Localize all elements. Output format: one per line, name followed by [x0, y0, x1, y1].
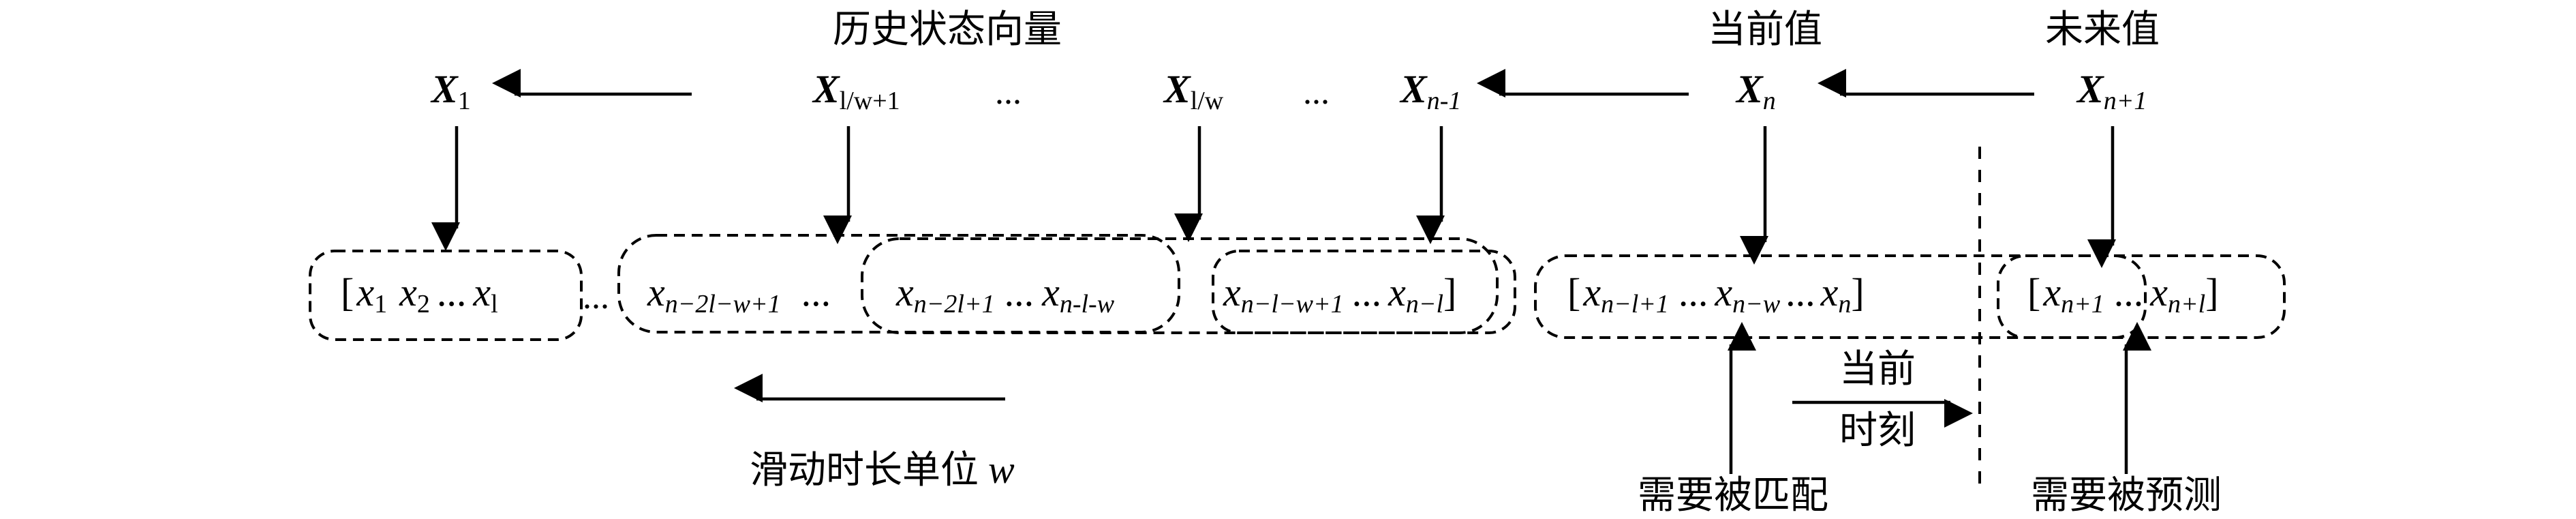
need-predict-label: 需要被预测 — [2031, 473, 2222, 518]
vector-x1: X1 — [430, 67, 471, 115]
current-value-label: 当前值 — [1708, 8, 1822, 52]
sequence-x-n-2l-plus-1: xn−2l+1...xn-l-w — [895, 270, 1115, 318]
window-box-2 — [617, 234, 1180, 333]
vector-x-n: Xn — [1735, 67, 1776, 115]
sequence-x-n-2l-w-plus-1: xn−2l−w+1... — [647, 270, 831, 318]
vector-x-lw-plus-1: Xl/w+1 — [812, 67, 900, 115]
current-time-label-bottom: 时刻 — [1839, 409, 1916, 453]
vector-x-n-minus-1: Xn-1 — [1399, 67, 1461, 115]
vector-x-n-plus-1: Xn+1 — [2076, 67, 2147, 115]
ellipsis-between-boxes: ... — [583, 278, 609, 316]
ellipsis-1: ... — [995, 73, 1022, 112]
need-match-label: 需要被匹配 — [1638, 473, 1828, 518]
window-box-3 — [861, 237, 1499, 334]
current-time-label-top: 当前 — [1839, 347, 1916, 391]
future-window-box — [1997, 254, 2286, 339]
window-box-5 — [1534, 254, 2147, 339]
sequence-future: [xn+1...xn+l] — [2027, 270, 2219, 318]
vector-x-lw: Xl/w — [1163, 67, 1224, 115]
window-box-1 — [309, 250, 583, 341]
sequence-x-n-l-w-plus-1: xn−l−w+1...xn−l] — [1223, 270, 1456, 318]
future-value-label: 未来值 — [2045, 8, 2160, 52]
sequence-x-n-l-plus-1: [xn−l+1...xn−w...xn] — [1567, 270, 1865, 318]
ellipsis-2: ... — [1303, 73, 1330, 112]
window-box-4 — [1212, 250, 1516, 334]
history-state-vector-label: 历史状态向量 — [833, 8, 1062, 52]
